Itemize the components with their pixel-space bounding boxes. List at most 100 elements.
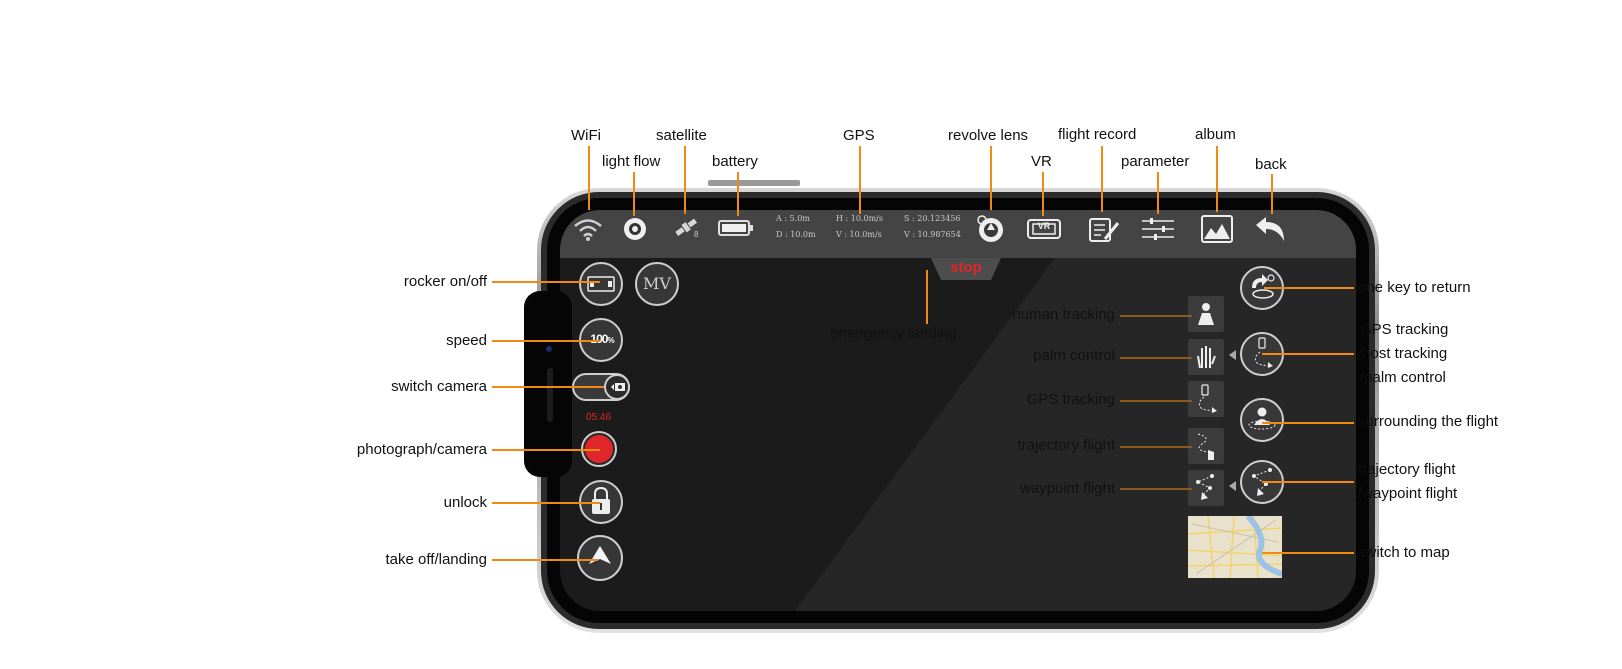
light-flow-icon[interactable] <box>622 216 648 242</box>
flight-record-icon[interactable] <box>1087 215 1121 243</box>
label-rocker: rocker on/off <box>403 273 487 290</box>
label-gps-host-3: /palm control <box>1360 369 1446 386</box>
map-thumbnail[interactable] <box>1188 516 1282 578</box>
parameter-icon[interactable] <box>1140 215 1176 243</box>
callout-line <box>492 449 600 451</box>
label-traj-way-1: trajectory flight <box>1358 461 1456 478</box>
callout-line <box>1120 400 1192 402</box>
label-switch-camera: switch camera <box>391 378 487 395</box>
label-waypoint-flight: waypoint flight <box>1019 480 1115 497</box>
vr-icon[interactable] <box>1027 219 1061 239</box>
gps-tracking-button[interactable] <box>1188 381 1224 417</box>
callout-line <box>1271 174 1273 214</box>
map-image <box>1188 516 1282 578</box>
gps-latitude-readout: S : 20.123456 <box>904 214 961 223</box>
callout-line <box>492 559 598 561</box>
callout-line <box>1262 552 1354 554</box>
callout-line <box>737 172 739 216</box>
callout-line <box>1262 353 1354 355</box>
rocker-toggle-button[interactable] <box>579 262 623 306</box>
label-revolve-lens: revolve lens <box>948 127 1029 144</box>
horizontal-speed-readout: H : 10.0m/s <box>836 214 883 223</box>
label-takeoff: take off/landing <box>385 551 487 568</box>
vertical-speed-readout: V : 10.0m/s <box>836 230 882 239</box>
callout-line <box>1264 287 1354 289</box>
recording-timer: 05:46 <box>586 412 612 423</box>
label-one-key-return: one key to return <box>1358 279 1471 296</box>
stop-tab <box>931 258 1001 280</box>
label-wifi: WiFi <box>571 127 601 144</box>
vr-icon-text: VR <box>1037 221 1051 231</box>
trajectory-flight-button[interactable] <box>1188 428 1224 464</box>
mv-button[interactable] <box>635 262 679 306</box>
label-vr: VR <box>1031 153 1052 170</box>
label-parameter: parameter <box>1121 153 1190 170</box>
label-flight-record: flight record <box>1058 126 1137 143</box>
waypoint-trajectory-icon <box>1252 468 1272 496</box>
wifi-icon <box>574 219 602 241</box>
label-battery: battery <box>712 153 758 170</box>
gps-longitude-readout: V : 10.987654 <box>904 230 961 239</box>
waypoint-icon <box>1196 474 1214 500</box>
gps-tracking-icon <box>1198 384 1217 413</box>
revolve-lens-icon[interactable] <box>976 214 1006 244</box>
label-traj-way-2: /waypoint flight <box>1358 485 1458 502</box>
callout-line <box>1120 357 1192 359</box>
label-gps-host-1: GPS tracking <box>1360 321 1449 338</box>
altitude-readout: A : 5.0m <box>776 214 810 223</box>
satellite-count: 8 <box>694 230 699 239</box>
emergency-stop-button[interactable]: stop <box>950 259 982 276</box>
waypoint-flight-button[interactable] <box>1188 470 1224 506</box>
trajectory-icon <box>1197 433 1214 460</box>
callout-line <box>1120 446 1192 448</box>
label-satellite: satellite <box>656 127 707 144</box>
phone-side-button <box>708 180 800 186</box>
label-unlock: unlock <box>443 494 487 511</box>
callout-line <box>633 172 635 216</box>
speed-button[interactable] <box>579 318 623 362</box>
lock-icon <box>592 486 610 514</box>
label-surrounding: surrounding the flight <box>1358 413 1499 430</box>
label-speed: speed <box>446 332 487 349</box>
callout-line <box>990 146 992 210</box>
back-icon[interactable] <box>1254 215 1288 243</box>
callout-line <box>492 340 600 342</box>
callout-line <box>1262 481 1354 483</box>
label-trajectory-flight: trajectory flight <box>1017 437 1115 454</box>
satellite-icon <box>675 218 697 236</box>
palm-icon <box>1197 346 1216 369</box>
callout-line <box>492 502 600 504</box>
expand-arrow-icon <box>1229 350 1236 360</box>
callout-line <box>1042 172 1044 216</box>
label-switch-map: switch to map <box>1358 544 1450 561</box>
camera-dot-icon <box>546 346 552 352</box>
app-screen: 8 A : 5.0m D : 10.0m H : 10.0m/s V : 10.… <box>560 210 1356 611</box>
album-icon[interactable] <box>1200 214 1234 244</box>
video-camera-icon <box>611 383 625 391</box>
callout-line <box>684 146 686 214</box>
label-album: album <box>1195 126 1236 143</box>
speed-value: 100% <box>586 332 618 346</box>
callout-line <box>1101 146 1103 212</box>
callout-line <box>1120 315 1192 317</box>
person-icon <box>1198 303 1214 325</box>
gps-host-icon <box>1254 337 1273 368</box>
callout-line <box>926 270 928 324</box>
battery-icon <box>718 220 753 236</box>
label-emergency: emergency landing <box>830 325 957 342</box>
callout-line <box>859 146 861 214</box>
label-photograph: photograph/camera <box>356 441 487 458</box>
label-palm-control: palm control <box>1033 347 1115 364</box>
label-human-tracking: human tracking <box>1012 306 1115 323</box>
speed-value-unit: % <box>607 336 614 345</box>
takeoff-arrow-icon <box>589 546 611 564</box>
rocker-icon <box>587 276 615 292</box>
callout-line <box>492 281 600 283</box>
callout-line <box>588 146 590 210</box>
callout-line <box>1120 488 1192 490</box>
callout-line <box>1216 146 1218 212</box>
expand-arrow-icon <box>1229 481 1236 491</box>
callout-line <box>1157 172 1159 214</box>
mv-label: MV <box>643 274 671 293</box>
speed-value-number: 100 <box>590 332 608 346</box>
